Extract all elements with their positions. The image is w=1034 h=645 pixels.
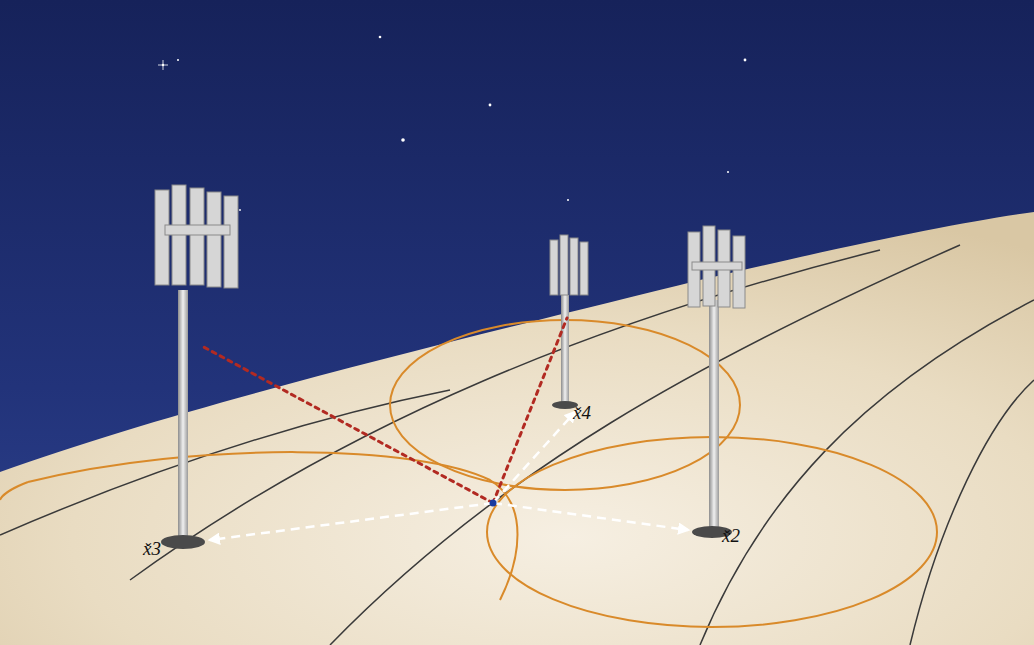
tower-label: x̌4 [573, 402, 591, 424]
tower-label: x̌3 [143, 538, 161, 560]
tower-label: x̌2 [722, 525, 740, 547]
